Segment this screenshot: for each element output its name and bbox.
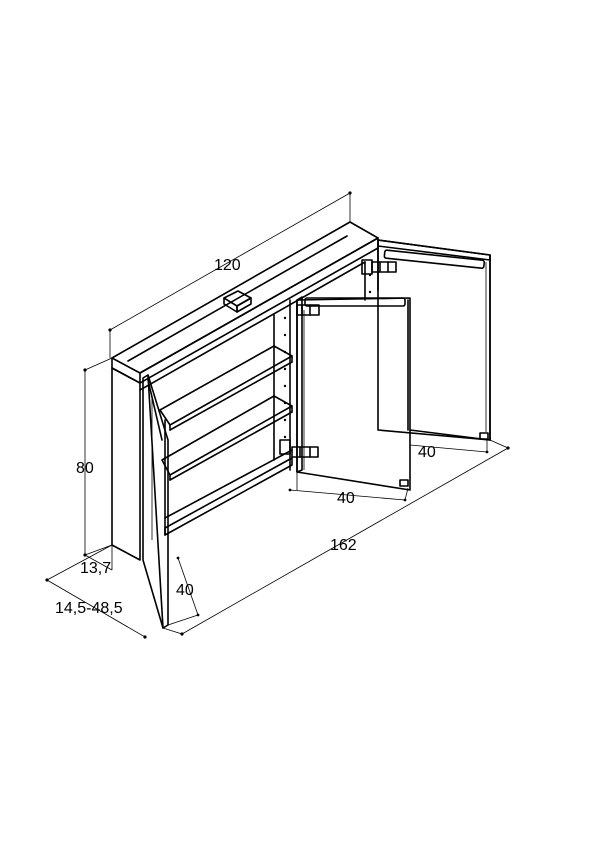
dim-162 [162, 439, 510, 636]
right-hinge-top [361, 259, 397, 275]
dim-right-door [409, 440, 489, 454]
label-right-door: 40 [418, 444, 436, 461]
dim-middle-door [288, 472, 409, 502]
dim-depth-range [45, 544, 147, 639]
label-depth-body: 13,7 [80, 560, 111, 577]
middle-hinge-bottom [279, 439, 319, 458]
label-height: 80 [76, 460, 94, 477]
hinge-hole-dots [283, 273, 372, 439]
label-top-width: 120 [214, 257, 241, 274]
middle-door [296, 296, 411, 491]
switch-box-icon [223, 290, 252, 313]
middle-hinge-top [296, 304, 320, 316]
label-middle-door: 40 [337, 490, 355, 507]
dim-left-door-swing [167, 556, 200, 626]
label-depth-range: 14,5-48,5 [55, 600, 123, 617]
right-door [377, 239, 491, 441]
cabinet-body [111, 221, 379, 561]
dim-120 [108, 191, 352, 358]
label-left-door-swing: 40 [176, 582, 194, 599]
dim-80 [83, 357, 113, 557]
label-total-width: 162 [330, 537, 357, 554]
